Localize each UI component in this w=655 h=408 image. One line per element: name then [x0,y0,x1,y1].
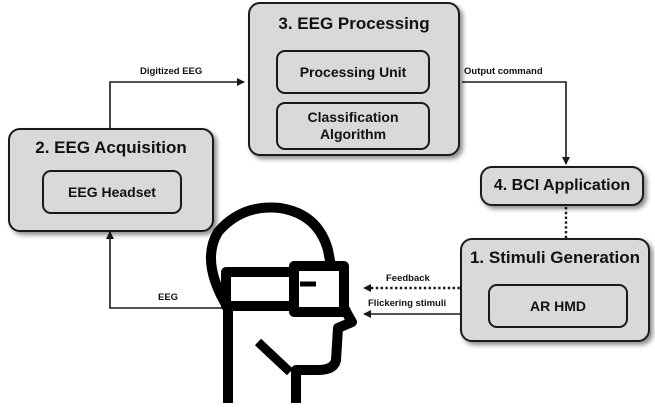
eeg-acquisition-block: 2. EEG Acquisition EEG Headset [8,128,214,232]
digitized-eeg-label: Digitized EEG [140,66,203,77]
eeg-headset-label: EEG Headset [68,184,156,200]
classification-label: Classification [307,109,399,125]
bci-application-block: 4. BCI Application [480,166,644,206]
stimuli-generation-block: 1. Stimuli Generation AR HMD [460,238,650,342]
eeg-signal-label: EEG [158,292,179,303]
output-command-arrow [462,81,570,165]
feedback-label: Feedback [386,273,430,284]
eeg-processing-block: 3. EEG Processing Processing Unit Classi… [248,2,460,156]
digitized-eeg-arrow [109,78,245,128]
eeg-acquisition-title: 2. EEG Acquisition [35,138,187,157]
classification-algorithm-box: Classification Algorithm [276,102,430,150]
eeg-signal-arrow [106,231,222,309]
stimuli-generation-title: 1. Stimuli Generation [469,248,641,267]
processing-unit-box: Processing Unit [276,50,430,94]
flickering-stimuli-label: Flickering stimuli [368,298,447,309]
output-command-label: Output command [464,66,543,77]
bci-application-title: 4. BCI Application [493,177,631,194]
algorithm-label: Algorithm [319,126,387,142]
user-with-hmd-icon [205,202,357,403]
eeg-headset-box: EEG Headset [42,170,182,214]
eeg-processing-title: 3. EEG Processing [278,14,430,33]
ar-hmd-box: AR HMD [488,284,628,328]
ar-hmd-label: AR HMD [530,298,586,314]
processing-unit-label: Processing Unit [299,64,407,80]
